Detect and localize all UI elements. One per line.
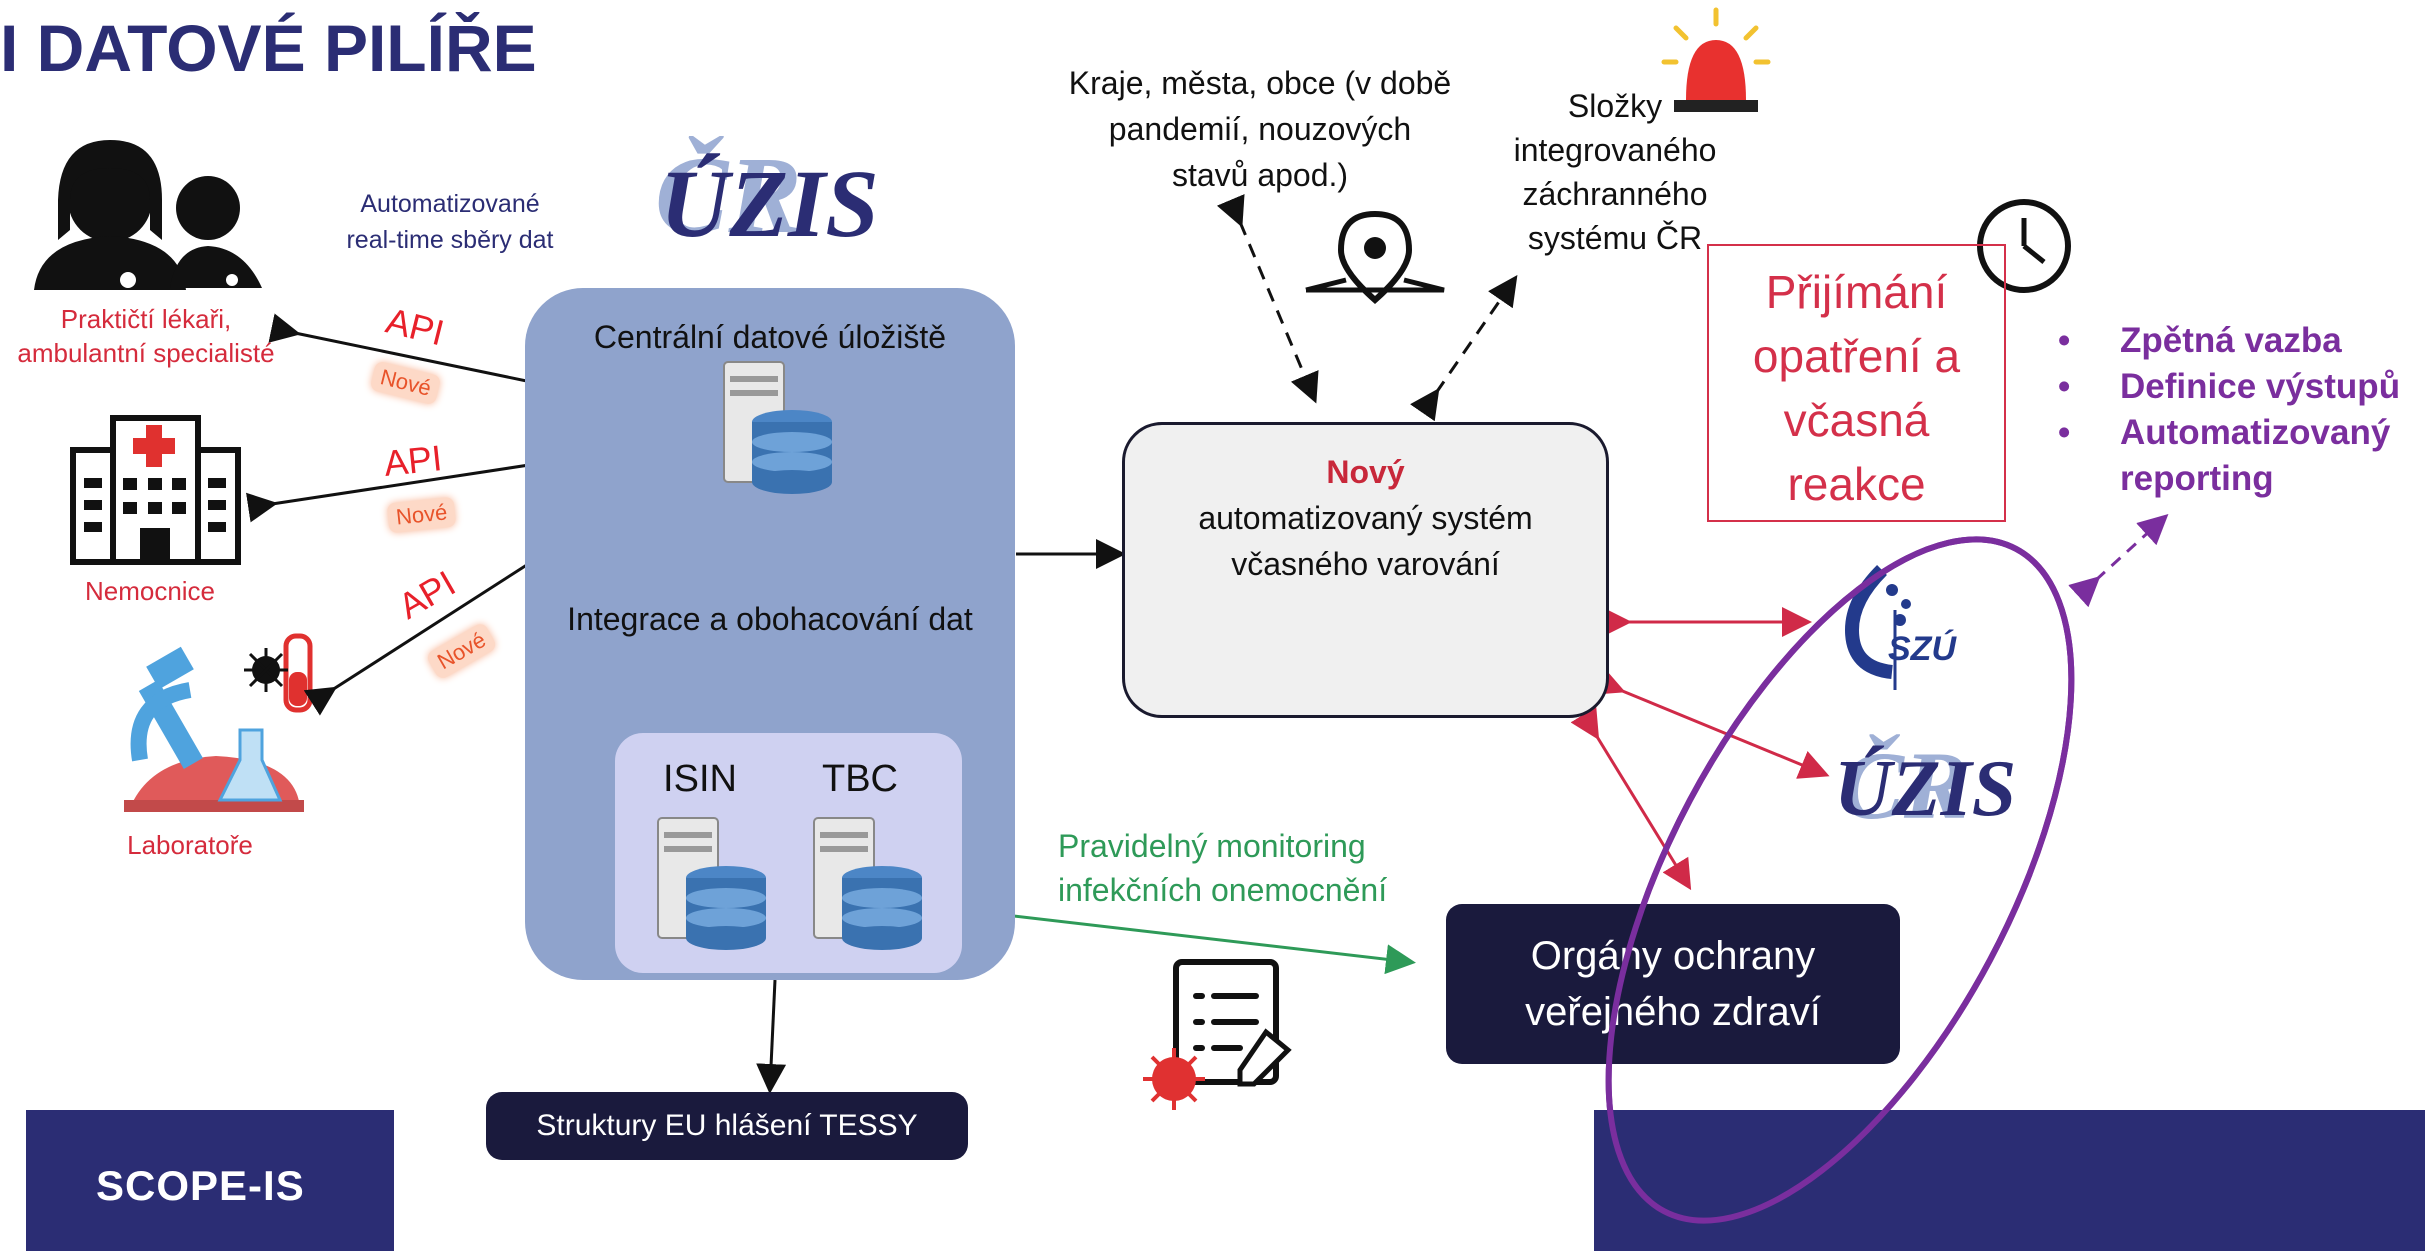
uzis-logo: ÚZIS <box>660 150 879 257</box>
hospital-label: Nemocnice <box>84 576 216 606</box>
uzis-logo-shadow: ČR <box>655 134 802 256</box>
tbc-server-icon <box>813 817 922 950</box>
footer-brand: SCOPE-IS <box>96 1162 305 1209</box>
bullet-item: Automatizovaný reporting <box>2030 410 2400 502</box>
red-arrow-public-health <box>1570 706 1692 891</box>
regions-label: Kraje, města, obce (v době pandemií, nou… <box>1068 65 1452 193</box>
dashed-arrow-regions <box>1216 194 1319 404</box>
central-storage-label: Centrální datové úložiště <box>593 319 947 355</box>
clock-icon <box>1977 199 2071 293</box>
tessy-box: Struktury EU hlášení TESSY <box>486 1092 968 1160</box>
public-health-box: Orgány ochrany veřejného zdraví <box>1446 904 1900 1064</box>
doctors-label: Praktičtí lékaři, ambulantní specialisté <box>17 304 275 368</box>
siren-icon <box>1661 7 1771 112</box>
rescue-label: Složky integrovaného záchranného systému… <box>1513 88 1717 256</box>
isin-server-icon <box>657 817 766 950</box>
location-pin-icon <box>1305 210 1445 305</box>
bullet-item: Definice výstupů <box>2030 364 2400 410</box>
report-document-icon <box>1143 959 1292 1110</box>
central-server-icon <box>723 361 832 494</box>
early-warning-system-box: Nový automatizovaný systém včasného varo… <box>1122 422 1609 718</box>
uzis-logo2: ÚZIS <box>1834 745 2017 833</box>
footer-brand-bar: SCOPE-IS <box>26 1110 394 1251</box>
green-arrow-monitoring <box>961 908 1416 975</box>
db-tbc-label: TBC <box>822 758 898 800</box>
feedback-bullets: Zpětná vazba Definice výstupů Automatizo… <box>2030 318 2400 502</box>
realtime-note: Automatizované real-time sběry dat <box>346 190 554 254</box>
szu-logo-text: SZÚ <box>1888 630 1956 668</box>
action-box: Přijímání opatření a včasná reakce <box>1707 244 2006 522</box>
system-new-label: Nový <box>1326 454 1405 490</box>
red-arrow-uzis <box>1592 666 1830 779</box>
monitoring-label: Pravidelný monitoring infekčních onemocn… <box>1058 828 1388 908</box>
footer-right-bar <box>1594 1110 2425 1251</box>
db-isin-label: ISIN <box>663 758 737 800</box>
page-title: I DATOVÉ PILÍŘE <box>0 11 537 85</box>
hospital-icon <box>70 415 241 565</box>
integration-label: Integrace a obohacování dat <box>567 601 973 637</box>
dashed-arrow-rescue <box>1410 275 1518 422</box>
doctors-icon <box>34 140 262 290</box>
purple-dashed-arrow <box>2068 513 2169 608</box>
arrow-to-tessy <box>756 979 787 1094</box>
api-tag-hospital: API <box>381 437 444 484</box>
bullet-item: Zpětná vazba <box>2030 318 2400 364</box>
system-description: automatizovaný systém včasného varování <box>1198 500 1533 582</box>
lab-label: Laboratoře <box>127 830 253 860</box>
laboratory-icon <box>124 633 313 812</box>
